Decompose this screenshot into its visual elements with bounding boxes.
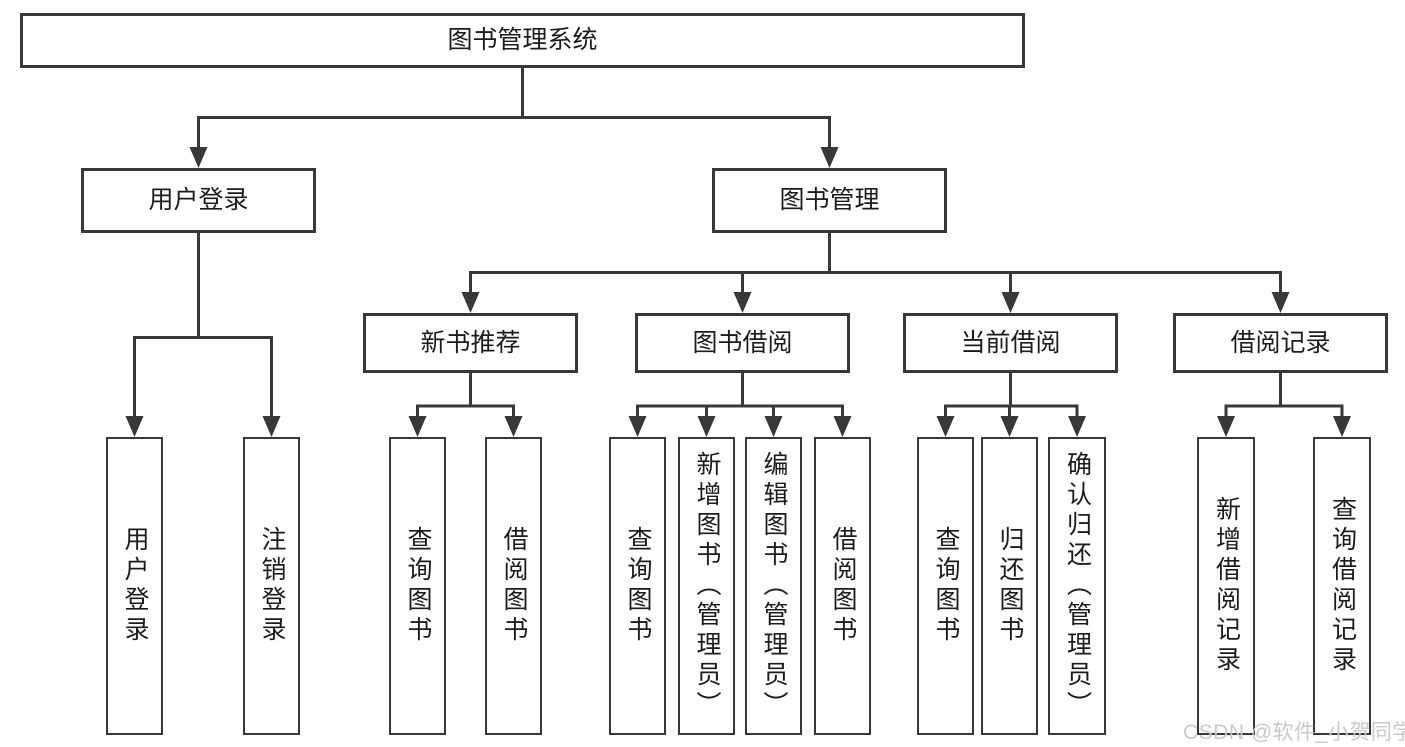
node-label: 图书借阅 <box>692 328 793 357</box>
node-label: 用户登录 <box>148 186 249 214</box>
connector-segments <box>133 68 1344 416</box>
leaf-borrow-books: 借阅图书 <box>814 437 871 735</box>
leaf-return-books: 归还图书 <box>981 437 1038 735</box>
node-label: 查询借阅记录 <box>1328 496 1357 676</box>
node-book-management: 图书管理 <box>712 168 947 233</box>
leaf-edit-books-admin: 编辑图书（管理员） <box>745 437 802 735</box>
node-label: 查询图书 <box>624 526 652 646</box>
arrow-down-icon <box>504 416 523 437</box>
leaf-user-login: 用户登录 <box>106 437 163 735</box>
arrow-down-icon <box>1217 416 1235 437</box>
node-user-login: 用户登录 <box>81 168 316 233</box>
arrow-down-icon <box>408 416 427 437</box>
arrow-down-icon <box>628 416 647 437</box>
node-label: 新书推荐 <box>420 328 521 357</box>
leaf-query-books-borrow: 查询图书 <box>609 437 666 735</box>
node-label: 图书管理 <box>779 186 880 214</box>
node-label: 借阅记录 <box>1230 328 1331 357</box>
leaf-query-books-recommend: 查询图书 <box>389 437 446 735</box>
arrow-down-icon <box>1001 292 1020 313</box>
arrow-down-icon <box>697 416 716 437</box>
arrow-down-icon <box>764 416 783 437</box>
node-label: 借阅图书 <box>500 526 528 646</box>
node-library-system: 图书管理系统 <box>20 13 1025 68</box>
node-label: 查询图书 <box>932 526 960 646</box>
arrow-down-icon <box>1333 416 1351 437</box>
leaf-add-borrow-record: 新增借阅记录 <box>1197 437 1255 735</box>
arrow-down-icon <box>833 416 852 437</box>
node-label: 查询图书 <box>404 526 432 646</box>
node-label: 编辑图书（管理员） <box>760 451 788 721</box>
leaf-query-borrow-record: 查询借阅记录 <box>1313 437 1371 735</box>
arrow-down-icon <box>820 147 839 168</box>
node-label: 归还图书 <box>996 526 1024 646</box>
node-label: 借阅图书 <box>829 526 857 646</box>
node-label: 图书管理系统 <box>447 26 598 54</box>
arrow-down-icon <box>262 416 281 437</box>
arrow-down-icon <box>936 416 955 437</box>
arrow-down-icon <box>461 292 480 313</box>
arrow-down-icon <box>189 147 208 168</box>
arrow-down-icon <box>1271 292 1290 313</box>
csdn-watermark: CSDN @软件_小贺同学 <box>1183 721 1405 744</box>
node-label: 用户登录 <box>121 526 149 646</box>
arrow-down-icon <box>1068 416 1086 437</box>
node-new-book-recommend: 新书推荐 <box>363 313 578 373</box>
arrowheads <box>125 147 1351 437</box>
arrow-down-icon <box>125 416 144 437</box>
node-label: 新增借阅记录 <box>1212 496 1241 676</box>
node-label: 确认归还（管理员） <box>1063 451 1092 721</box>
arrow-down-icon <box>1000 416 1019 437</box>
leaf-add-books-admin: 新增图书（管理员） <box>678 437 735 735</box>
leaf-borrow-books-recommend: 借阅图书 <box>485 437 542 735</box>
node-label: 新增图书（管理员） <box>693 451 721 721</box>
leaf-logout: 注销登录 <box>243 437 300 735</box>
leaf-confirm-return-admin: 确认归还（管理员） <box>1048 437 1106 735</box>
node-book-borrow: 图书借阅 <box>635 313 850 373</box>
node-label: 注销登录 <box>258 526 286 646</box>
node-label: 当前借阅 <box>960 328 1061 357</box>
leaf-query-books-current: 查询图书 <box>917 437 974 735</box>
node-borrow-records: 借阅记录 <box>1173 313 1388 373</box>
arrow-down-icon <box>733 292 752 313</box>
node-current-borrow: 当前借阅 <box>903 313 1118 373</box>
